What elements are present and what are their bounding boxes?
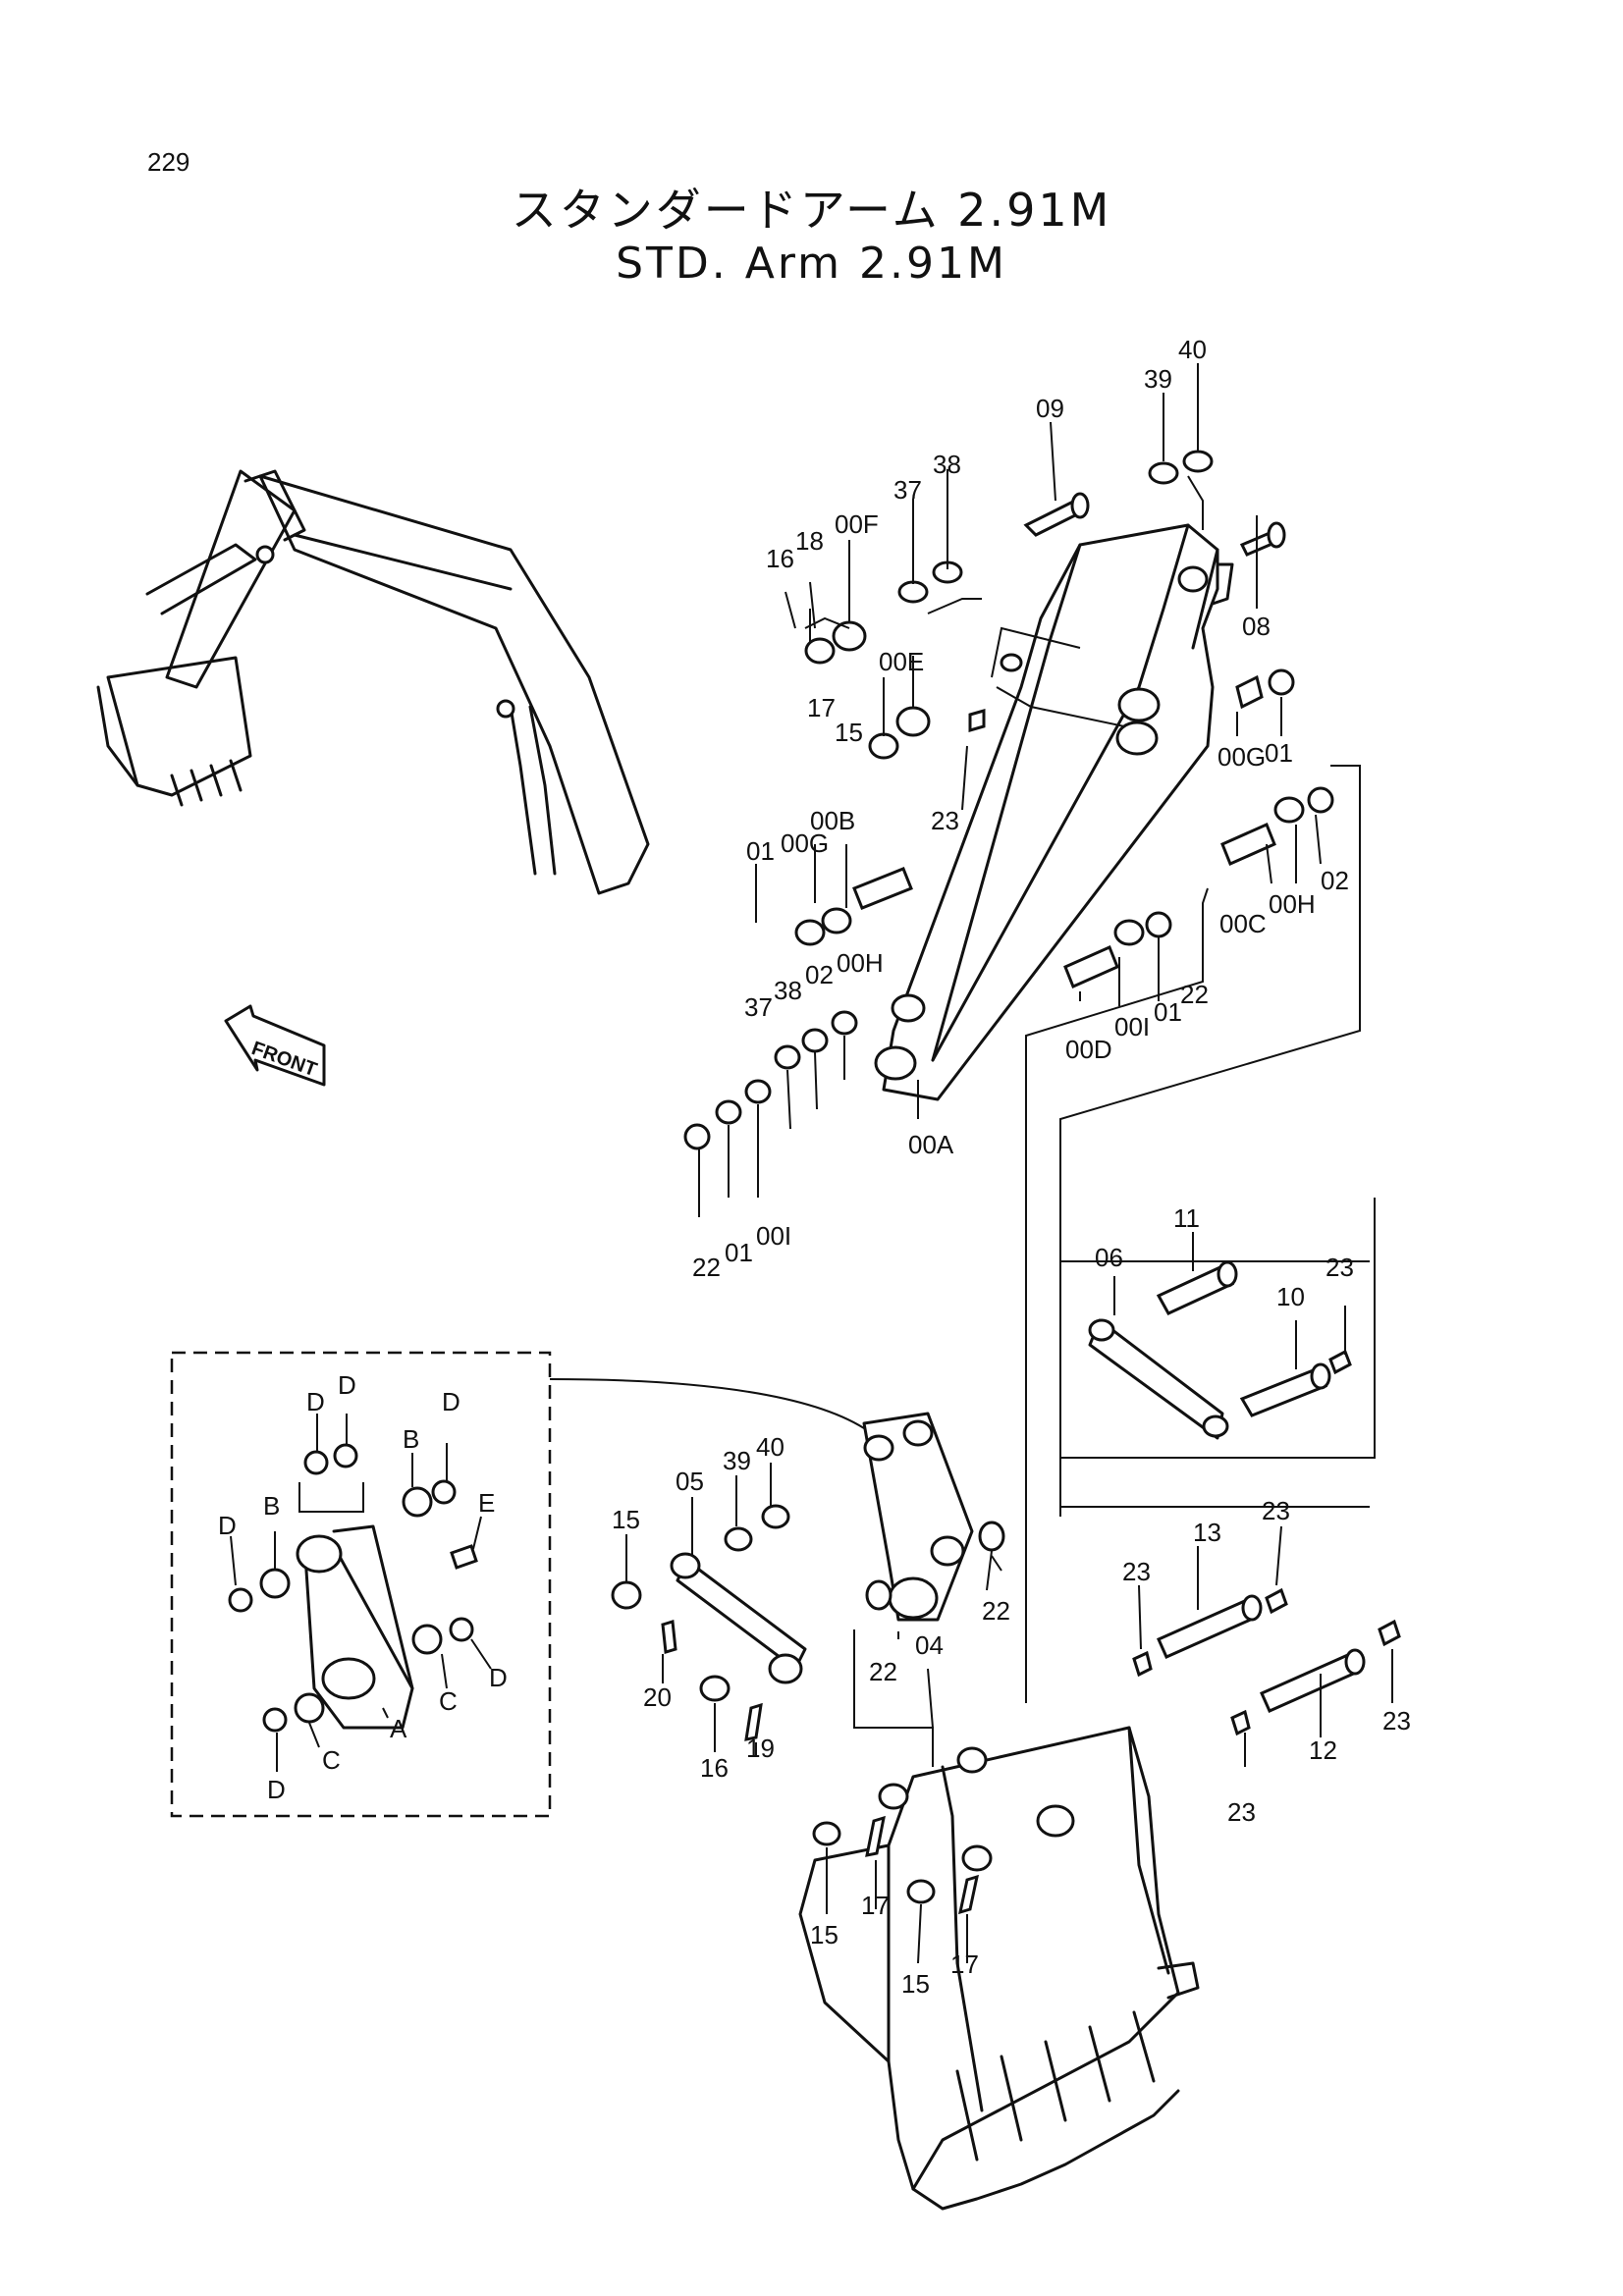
callout-15: 15 — [810, 1920, 839, 1949]
upper-leader-lines — [698, 363, 1322, 1217]
detail-label-D: D — [267, 1775, 286, 1804]
callout-00I: 00I — [756, 1221, 791, 1251]
callout-11: 11 — [1173, 1203, 1200, 1233]
callout-20: 20 — [643, 1682, 672, 1712]
callout-06: 06 — [1095, 1243, 1123, 1272]
title-english: STD. Arm 2.91M — [616, 239, 1007, 289]
svg-text:00E: 00E — [879, 647, 924, 676]
callout-17: 17 — [807, 693, 836, 722]
callout-00I: 00I — [1114, 1012, 1150, 1041]
detail-label-B: B — [403, 1424, 419, 1454]
callout-00D: 00D — [1065, 1035, 1112, 1064]
callout-16: 16 — [766, 544, 794, 573]
detail-label-D: D — [442, 1387, 460, 1416]
bucket: 15 17 15 17 — [798, 1726, 1200, 2211]
excavator-overview-sketch — [96, 469, 650, 895]
callout-22: 22 — [869, 1657, 897, 1686]
detail-label-D: D — [306, 1387, 325, 1416]
title-japanese: スタンダードアーム 2.91M — [511, 184, 1112, 237]
upper-callout-labels: 09 39 40 38 37 00F 18 16 08 00E 15 17 23… — [692, 335, 1349, 1282]
callout-17: 17 — [950, 1949, 979, 1979]
callout-00F: 00F — [835, 509, 879, 539]
callout-38: 38 — [933, 450, 961, 479]
callout-37: 37 — [893, 475, 922, 505]
callout-18: 18 — [795, 526, 824, 556]
callout-15: 15 — [835, 718, 863, 747]
arm-assembly — [874, 523, 1234, 1101]
bucket-link-detail-box: D D B D D B E D C A C D — [170, 1351, 865, 1818]
callout-23: 23 — [1325, 1253, 1354, 1282]
callout-09: 09 — [1036, 394, 1064, 423]
middle-link-assembly: 15 05 39 40 04 22 22 20 16 19 — [611, 1412, 1010, 1783]
callout-23: 23 — [1122, 1557, 1151, 1586]
callout-00A: 00A — [908, 1130, 954, 1159]
callout-13: 13 — [1193, 1518, 1221, 1547]
callout-12: 12 — [1309, 1735, 1337, 1765]
callout-00H: 00H — [1269, 889, 1316, 919]
upper-pins — [683, 450, 1334, 1150]
callout-01: 01 — [725, 1238, 753, 1267]
link-assembly: 11 06 10 23 — [1088, 1203, 1354, 1440]
detail-label-A: A — [390, 1714, 407, 1743]
callout-23: 23 — [1227, 1797, 1256, 1827]
callout-08: 08 — [1242, 612, 1271, 641]
callout-23: 23 — [1262, 1496, 1290, 1525]
callout-01: 01 — [1265, 738, 1293, 768]
callout-22: 22 — [692, 1253, 721, 1282]
callout-39: 39 — [723, 1446, 751, 1475]
callout-37: 37 — [744, 992, 773, 1022]
callout-00C: 00C — [1219, 909, 1267, 938]
bucket-pins: 13 23 23 12 23 23 — [1122, 1496, 1411, 1827]
callout-00H: 00H — [837, 948, 884, 978]
detail-label-C: C — [439, 1686, 458, 1716]
callout-00B: 00B — [810, 806, 855, 835]
callout-10: 10 — [1276, 1282, 1305, 1311]
callout-19: 19 — [746, 1734, 775, 1763]
detail-label-B: B — [263, 1491, 280, 1521]
callout-40: 40 — [756, 1432, 784, 1462]
callout-02: 02 — [1321, 866, 1349, 895]
callout-00G: 00G — [781, 828, 829, 858]
callout-40: 40 — [1178, 335, 1207, 364]
callout-23: 23 — [1382, 1706, 1411, 1735]
callout-22: 22 — [982, 1596, 1010, 1626]
callout-00G: 00G — [1217, 742, 1266, 772]
callout-23: 23 — [931, 806, 959, 835]
callout-15: 15 — [901, 1969, 930, 1999]
detail-label-D: D — [218, 1511, 237, 1540]
callout-04: 04 — [915, 1630, 944, 1660]
callout-01: 01 — [746, 836, 775, 866]
callout-38: 38 — [774, 976, 802, 1005]
callout-02: 02 — [805, 960, 834, 989]
detail-label-C: C — [322, 1745, 341, 1775]
callout-01: 01 — [1154, 997, 1182, 1027]
callout-05: 05 — [676, 1467, 704, 1496]
callout-17: 17 — [861, 1891, 890, 1920]
detail-label-E: E — [478, 1488, 495, 1518]
callout-39: 39 — [1144, 364, 1172, 394]
page-number: 229 — [147, 147, 190, 177]
front-label: FRONT — [248, 1038, 319, 1081]
front-direction-arrow: FRONT — [224, 1004, 326, 1087]
callout-15: 15 — [612, 1505, 640, 1534]
detail-label-D: D — [338, 1370, 356, 1400]
callout-16: 16 — [700, 1753, 729, 1783]
callout-22: 22 — [1180, 980, 1209, 1009]
connection-frames — [1025, 765, 1376, 1703]
detail-label-D: D — [489, 1663, 508, 1692]
